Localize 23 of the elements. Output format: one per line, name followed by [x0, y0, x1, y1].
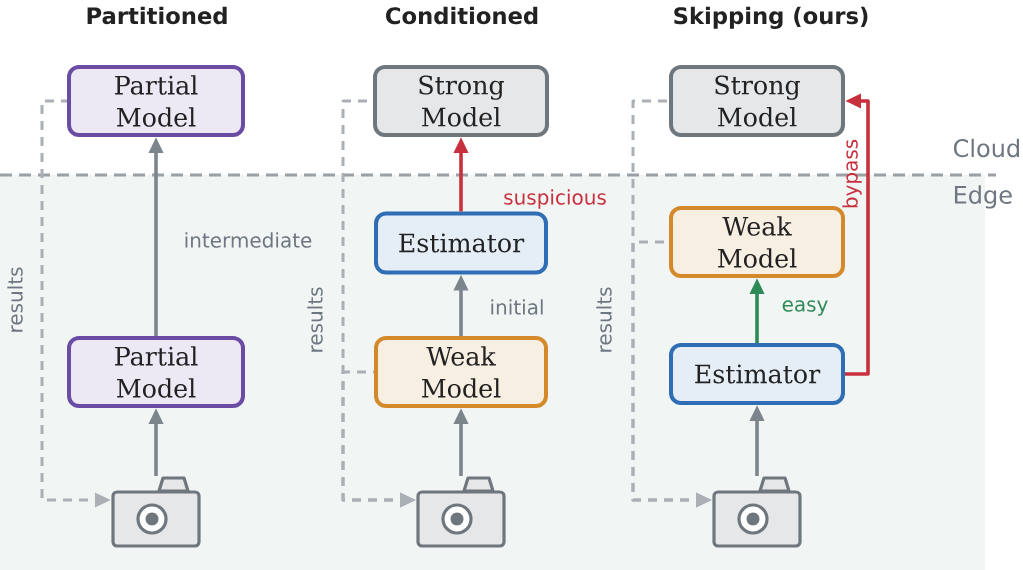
- region-label: Edge: [954, 185, 1012, 209]
- column-title: Conditioned: [386, 6, 538, 25]
- model-box: Weak Model: [374, 336, 548, 408]
- edge-label: results: [7, 267, 23, 332]
- camera-icon: [111, 476, 201, 548]
- edge-label: easy: [782, 300, 828, 316]
- region-label: Cloud: [953, 138, 1019, 158]
- edge-label: suspicious: [504, 189, 606, 209]
- model-box: Strong Model: [373, 65, 549, 137]
- estimator-box: Estimator: [374, 211, 548, 275]
- model-box: Partial Model: [67, 65, 245, 137]
- column-title: Partitioned: [87, 6, 227, 25]
- edge-label: intermediate: [185, 232, 312, 248]
- edge-label: results: [307, 287, 323, 352]
- camera-icon: [416, 476, 506, 548]
- edge-label: initial: [491, 299, 543, 315]
- estimator-box: Estimator: [669, 343, 845, 405]
- model-box: Strong Model: [669, 65, 845, 137]
- edge-label: results: [596, 287, 612, 352]
- model-box: Partial Model: [67, 336, 245, 408]
- column-title: Skipping (ours): [674, 6, 868, 29]
- edge-label: bypass: [842, 139, 862, 208]
- camera-icon: [712, 476, 802, 548]
